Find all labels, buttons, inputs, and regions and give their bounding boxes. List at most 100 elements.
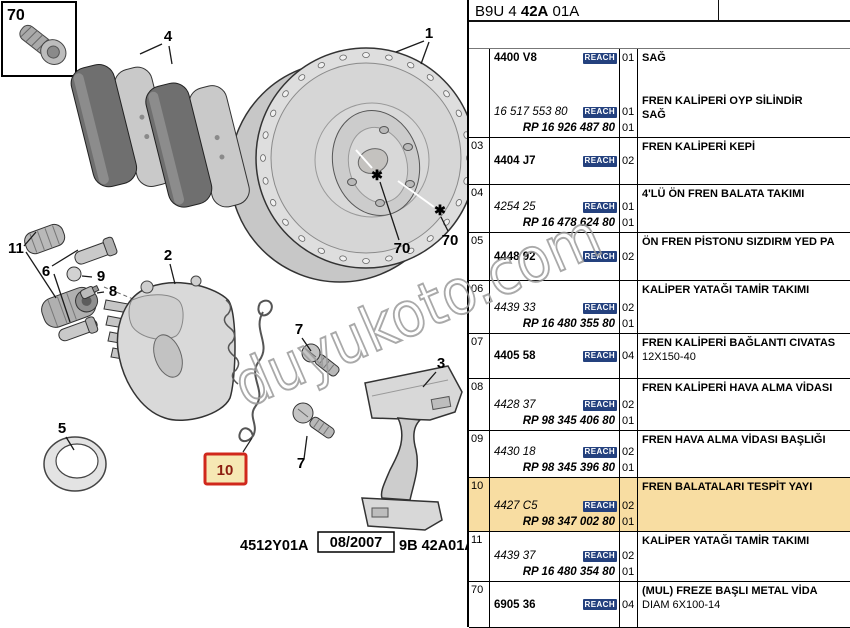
reach-badge: REACH bbox=[582, 599, 617, 610]
description-line: FREN KALİPERİ KEPİ bbox=[642, 141, 756, 153]
part-number: 4428 37 bbox=[494, 399, 536, 411]
catalog-code-header: B9U 4 42A 01A bbox=[469, 0, 850, 22]
row-description: KALİPER YATAĞI TAMİR TAKIMI bbox=[638, 532, 850, 581]
part-number: 16 517 553 80 bbox=[494, 106, 568, 118]
callout-disc: 1 bbox=[425, 25, 433, 42]
row-item-number: 11 bbox=[469, 532, 490, 581]
part-number: 4254 25 bbox=[494, 201, 536, 213]
callout-stud-center: 70 bbox=[394, 240, 411, 257]
description-line: ÖN FREN PİSTONU SIZDIRM YED PA bbox=[642, 236, 835, 248]
reach-badge: REACH bbox=[582, 350, 617, 362]
star-marker-right: ✱ bbox=[434, 202, 446, 218]
quantity-value: 01 bbox=[622, 415, 635, 427]
row-item-number: 03 bbox=[469, 138, 490, 184]
reach-badge: REACH bbox=[582, 106, 617, 118]
carrier-bracket bbox=[361, 365, 463, 531]
row-part-numbers: 4439 37 REACH RP 16 480 354 80 bbox=[490, 532, 620, 581]
row-part-numbers: 4448 92 REACH bbox=[490, 233, 620, 280]
quantity-value: 02 bbox=[622, 155, 635, 167]
part-number: RP 16 480 355 80 bbox=[522, 318, 615, 330]
pad-spring bbox=[238, 299, 273, 443]
part-number: RP 98 345 396 80 bbox=[522, 462, 615, 474]
header-divider bbox=[718, 0, 719, 22]
row-item-number: 08 bbox=[469, 379, 490, 430]
part-number: 4430 18 bbox=[494, 446, 536, 458]
row-description: FREN HAVA ALMA VİDASI BAŞLIĞI bbox=[638, 431, 850, 477]
row-part-numbers: 4439 33 REACH RP 16 480 355 80 bbox=[490, 281, 620, 333]
quantity-value: 02 bbox=[622, 446, 635, 458]
description-line: FREN BALATALARI TESPİT YAYI bbox=[642, 481, 813, 493]
row-quantities: 02 bbox=[620, 233, 638, 280]
row-item-number: 09 bbox=[469, 431, 490, 477]
description-line: SAĞ bbox=[642, 52, 666, 64]
row-description: FREN KALİPERİ HAVA ALMA VİDASI bbox=[638, 379, 850, 430]
quantity-value: 01 bbox=[622, 566, 635, 578]
quantity-value: 02 bbox=[622, 550, 635, 562]
exploded-diagram: 70 bbox=[1, 1, 467, 554]
quantity-value: 04 bbox=[622, 598, 635, 611]
bleeder-part bbox=[80, 284, 100, 300]
leader-lines bbox=[23, 40, 449, 460]
description-line: SAĞ bbox=[642, 109, 666, 121]
reach-badge: REACH bbox=[582, 251, 617, 262]
description-line: FREN KALİPERİ BAĞLANTI CIVATAS bbox=[642, 337, 836, 349]
reach-badge: REACH bbox=[582, 155, 617, 167]
callout-bleeder: 8 bbox=[109, 283, 117, 300]
callout-bolt-upper: 7 bbox=[295, 321, 303, 338]
part-number: RP 16 480 354 80 bbox=[522, 566, 615, 578]
quantity-value: 02 bbox=[622, 500, 635, 512]
bolt-lower bbox=[292, 402, 335, 439]
footer-date: 08/2007 bbox=[330, 535, 382, 551]
bolt-upper bbox=[301, 343, 340, 377]
description-line: KALİPER YATAĞI TAMİR TAKIMI bbox=[642, 535, 810, 547]
seal-ring bbox=[43, 436, 107, 492]
callout-pins: 6 bbox=[42, 263, 50, 280]
row-item-number: 05 bbox=[469, 233, 490, 280]
part-number: 4439 37 bbox=[494, 550, 536, 562]
reach-badge: REACH bbox=[582, 302, 617, 314]
callout-bushings: 11 bbox=[8, 240, 24, 257]
reach-badge: REACH bbox=[582, 201, 617, 213]
guide-pins bbox=[58, 236, 118, 342]
callout-spring: 10 bbox=[217, 462, 234, 479]
part-number: 4448 92 bbox=[494, 250, 536, 263]
row-item-number: 70 bbox=[469, 582, 490, 627]
part-number: RP 16 926 487 80 bbox=[522, 122, 615, 134]
callout-bolt-lower: 7 bbox=[297, 455, 305, 472]
cap-part bbox=[66, 266, 82, 282]
quantity-value: 04 bbox=[622, 350, 635, 362]
table-row[interactable]: 11 4439 37 REACH RP 16 480 354 80 02 01 KALİPE… bbox=[469, 532, 850, 582]
screw-inset: 70 bbox=[1, 1, 77, 77]
screw-icon bbox=[19, 24, 67, 65]
part-number: 4439 33 bbox=[494, 302, 536, 314]
quantity-value: 01 bbox=[622, 318, 635, 330]
highlight-box-10[interactable]: 10 bbox=[203, 437, 253, 486]
row-quantities: 04 bbox=[620, 334, 638, 378]
row-quantities: 04 bbox=[620, 582, 638, 627]
reach-badge: REACH bbox=[582, 550, 617, 562]
callout-bracket: 3 bbox=[437, 355, 445, 372]
callout-stud-right: 70 bbox=[442, 232, 459, 249]
